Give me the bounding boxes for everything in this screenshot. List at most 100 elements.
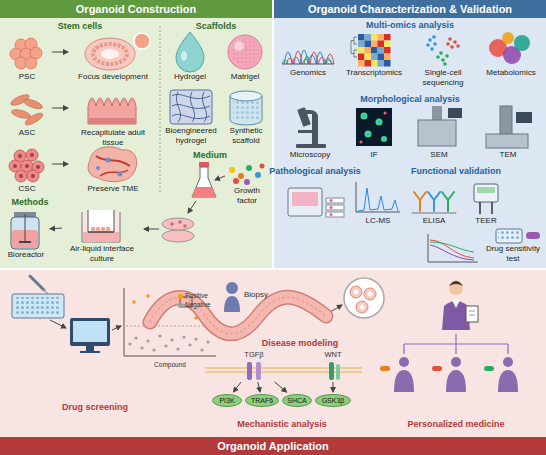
pathway-name: GSK3β — [315, 394, 351, 407]
scatter-plot — [439, 51, 443, 55]
section-label: Disease modeling — [262, 338, 339, 349]
drug-plate — [526, 232, 540, 239]
heatmap — [371, 47, 378, 54]
screening-chart — [128, 342, 131, 345]
screening-chart — [170, 338, 173, 341]
receptor-symbol — [247, 362, 252, 380]
culture-flask — [192, 187, 216, 197]
antibody — [412, 213, 456, 214]
arrow-connector — [50, 228, 62, 230]
slide-scanner — [288, 188, 344, 217]
heatmap — [371, 54, 378, 61]
illustrated-item: Drug sensitivity test — [482, 228, 544, 266]
bioengineered-hydrogel — [172, 92, 210, 122]
antibody — [414, 192, 426, 211]
scatter-plot — [445, 54, 449, 58]
slide-scanner — [326, 212, 344, 217]
adult-stem-cell — [24, 111, 45, 127]
panel-title: Organoid Application — [0, 437, 546, 455]
antibody — [412, 192, 456, 213]
illustrated-item: CSC — [4, 144, 50, 196]
screening-chart — [140, 346, 143, 349]
organoid-dish — [344, 278, 384, 318]
heatmap — [371, 41, 378, 48]
illustrated-item: Growth factor — [224, 162, 270, 208]
legend-swatch — [178, 303, 183, 308]
pipette — [44, 290, 48, 294]
receptor-symbol — [336, 364, 340, 380]
screening-chart — [200, 348, 203, 351]
tem-instrument — [486, 134, 528, 148]
petri-dish — [162, 218, 194, 242]
organoid — [101, 49, 119, 59]
immunofluorescence — [376, 119, 383, 126]
scatter-plot — [441, 58, 445, 62]
bioengineered-hydrogel — [170, 90, 212, 124]
scatter-plot — [456, 44, 460, 48]
growth-factor — [244, 179, 250, 185]
well-plate — [12, 294, 64, 318]
tissue — [88, 98, 136, 124]
immunofluorescence — [367, 133, 370, 136]
caption: Drug sensitivity test — [482, 244, 544, 263]
lcms-trace — [358, 188, 398, 211]
cancer-stem-cell — [36, 165, 40, 169]
heatmap — [384, 47, 391, 54]
microscope — [306, 110, 318, 144]
caption: ASC — [4, 128, 50, 138]
patient-figure — [224, 296, 240, 312]
sem-instrument — [432, 106, 442, 120]
tissue — [88, 98, 136, 124]
flow-arrow — [144, 229, 159, 230]
section-label: Stem cells — [58, 21, 103, 32]
cancer-stem-cell — [19, 174, 23, 178]
heatmap — [378, 60, 385, 67]
organoid — [134, 33, 150, 49]
illustrated-item: Bioengineered hydrogel — [162, 88, 220, 148]
slide-scanner — [326, 205, 344, 210]
illustrated-item: Matrigel — [220, 32, 270, 84]
panel-ground — [0, 270, 546, 455]
patient-figure — [226, 282, 238, 294]
heatmap — [365, 60, 372, 67]
heatmap — [378, 34, 385, 41]
screening-chart — [176, 347, 179, 350]
response-curves — [428, 234, 478, 262]
scatter-plot — [448, 37, 452, 41]
bioreactor — [25, 214, 26, 242]
petri-dish — [162, 218, 194, 230]
legend-text: Negative — [185, 301, 211, 308]
response-curves — [430, 245, 474, 260]
culture-flask — [199, 162, 209, 167]
bioengineered-hydrogel — [170, 90, 212, 124]
text-label: Biopsy — [244, 289, 268, 300]
illustrated-item: Synthetic scaffold — [222, 88, 270, 148]
screening-chart — [164, 344, 167, 347]
monitor — [73, 321, 107, 342]
sem-instrument — [418, 106, 462, 146]
growth-factor — [229, 164, 265, 186]
chromatogram — [282, 64, 334, 65]
tumor-microenvironment — [88, 147, 137, 182]
growth-factor — [255, 172, 261, 178]
scatter-plot — [426, 35, 460, 66]
tem-instrument — [516, 112, 532, 123]
transwell-insert — [83, 232, 119, 242]
monitor — [70, 318, 110, 353]
caption: Transcriptomics — [342, 68, 406, 78]
well-plate — [12, 294, 64, 318]
stem-cell — [25, 57, 37, 69]
flow-arrow — [112, 326, 121, 330]
organoid-dish — [356, 301, 368, 313]
matrigel — [228, 35, 262, 69]
section-label: Drug screening — [62, 402, 128, 413]
immunofluorescence — [356, 108, 392, 146]
growth-factor — [229, 167, 235, 173]
section-label: Multi-omics analysis — [366, 20, 454, 31]
section-label: Medium — [193, 150, 227, 161]
teer-meter — [479, 202, 481, 214]
caption: TGFβ — [232, 350, 276, 360]
microscope — [298, 130, 314, 133]
illustrated-item: Recapitulate adult tissue — [70, 88, 156, 149]
